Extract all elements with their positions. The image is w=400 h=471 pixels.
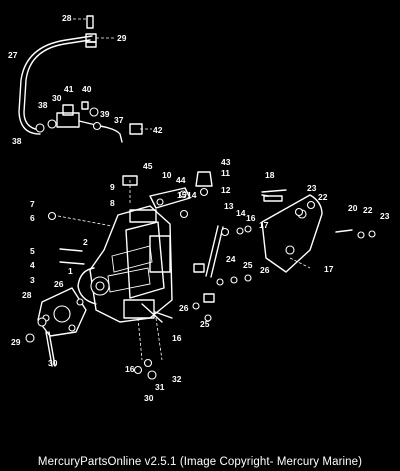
callout-36: 29: [117, 33, 127, 43]
callout-38b: 38: [12, 136, 22, 146]
callout-26: 26: [260, 265, 270, 275]
callout-40: 40: [82, 84, 92, 94]
callout-5: 5: [30, 246, 35, 256]
callout-32: 31: [155, 382, 165, 392]
callout-27: 26: [54, 279, 64, 289]
copyright-caption: MercuryPartsOnline v2.5.1 (Image Copyrig…: [0, 452, 400, 471]
callout-44: 44: [176, 175, 186, 185]
callout-1: 1: [68, 266, 73, 276]
callout-39b: 39: [100, 109, 110, 119]
callout-29: 29: [11, 337, 21, 347]
callout-23: 23: [307, 183, 317, 193]
fuel-line-assembly: [18, 15, 115, 135]
throttle-linkage: [122, 171, 376, 278]
callout-20: 18: [265, 170, 275, 180]
callout-26b: 26: [179, 303, 189, 313]
callout-3: 3: [30, 275, 35, 285]
caption-text: MercuryPartsOnline v2.5.1 (Image Copyrig…: [37, 455, 363, 468]
callout-10: 10: [162, 170, 172, 180]
injection-pump-body: [25, 194, 283, 380]
banjo-fitting-group: [35, 101, 152, 143]
callout-18b: 16: [125, 364, 135, 374]
callout-22: 22: [318, 192, 328, 202]
callout-25: 25: [243, 260, 253, 270]
callout-22b: 22: [363, 205, 373, 215]
callout-12: 12: [221, 185, 231, 195]
exploded-parts-diagram: 28 29 27 41 40 30 38 39 37 38 42 45 43 1…: [8, 13, 390, 403]
callout-37: 30: [52, 93, 62, 103]
callout-4: 4: [30, 260, 35, 270]
callout-30: 30: [48, 358, 58, 368]
callout-31: 30: [144, 393, 154, 403]
callout-35: 28: [62, 13, 72, 23]
callout-13: 13: [224, 201, 234, 211]
callout-8: 8: [110, 198, 115, 208]
callout-43: 43: [221, 157, 231, 167]
callout-16: 16: [246, 213, 256, 223]
callout-42: 42: [153, 125, 163, 135]
callout-9: 9: [110, 182, 115, 192]
callout-14b: 14: [236, 208, 246, 218]
callout-17: 17: [259, 220, 269, 230]
callout-23b: 23: [380, 211, 390, 221]
diagram-svg: 28 29 27 41 40 30 38 39 37 38 42 45 43 1…: [8, 13, 390, 403]
callout-41: 41: [64, 84, 74, 94]
callout-28: 28: [22, 290, 32, 300]
callout-labels: 28 29 27 41 40 30 38 39 37 38 42 45 43 1…: [8, 13, 390, 403]
callout-19: 17: [324, 264, 334, 274]
callout-7: 7: [30, 199, 35, 209]
callout-39: 38: [38, 100, 48, 110]
callout-14: 14: [187, 190, 197, 200]
callout-6: 6: [30, 213, 35, 223]
callout-33: 32: [172, 374, 182, 384]
callout-21: 20: [348, 203, 358, 213]
callout-38: 37: [114, 115, 124, 125]
callout-11: 11: [221, 168, 230, 178]
callout-45: 45: [143, 161, 153, 171]
callout-15: 15: [177, 190, 187, 200]
callout-34: 27: [8, 50, 18, 60]
callout-2: 2: [83, 237, 88, 247]
callout-25b: 25: [200, 319, 210, 329]
callout-18: 16: [172, 333, 182, 343]
callout-24: 24: [226, 254, 236, 264]
